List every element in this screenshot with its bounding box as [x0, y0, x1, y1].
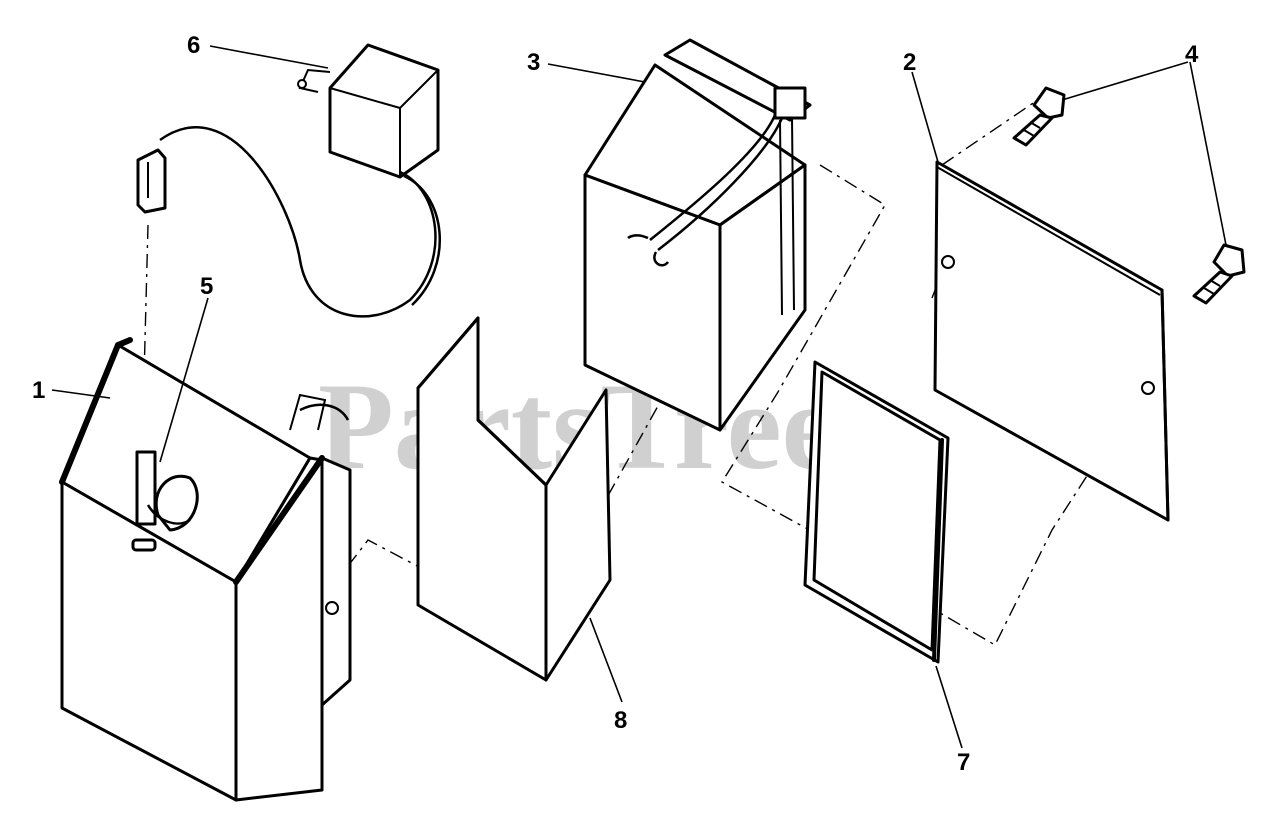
part-6-charger — [136, 43, 441, 318]
part-3-battery — [583, 38, 812, 432]
assembly-line-connector — [141, 224, 149, 456]
callout-7: 7 — [957, 749, 970, 776]
callouts: 1 2 3 4 5 6 7 8 — [32, 32, 1199, 776]
assembly-line-2-top — [941, 94, 1046, 166]
part-4-bolts — [1012, 86, 1246, 305]
bolt-lower — [1192, 243, 1246, 305]
callout-3: 3 — [527, 49, 540, 76]
assembly-line-7-outline — [721, 164, 886, 556]
callout-5: 5 — [200, 273, 213, 300]
callout-1: 1 — [32, 377, 45, 404]
assembly-line-7-2 — [934, 354, 1166, 646]
bolt-upper — [1012, 86, 1066, 147]
part-2-plate — [933, 160, 1170, 522]
cord-connector — [136, 148, 167, 214]
callout-2: 2 — [903, 49, 916, 76]
part-1-battery-box — [59, 337, 352, 802]
callout-6: 6 — [187, 32, 200, 59]
part-8-shield — [416, 316, 612, 682]
leader-lines — [51, 45, 1227, 749]
assembly-line-1-8 — [347, 539, 539, 631]
part-7-pad — [803, 360, 950, 664]
callout-8: 8 — [614, 707, 627, 734]
callout-4: 4 — [1185, 41, 1199, 68]
